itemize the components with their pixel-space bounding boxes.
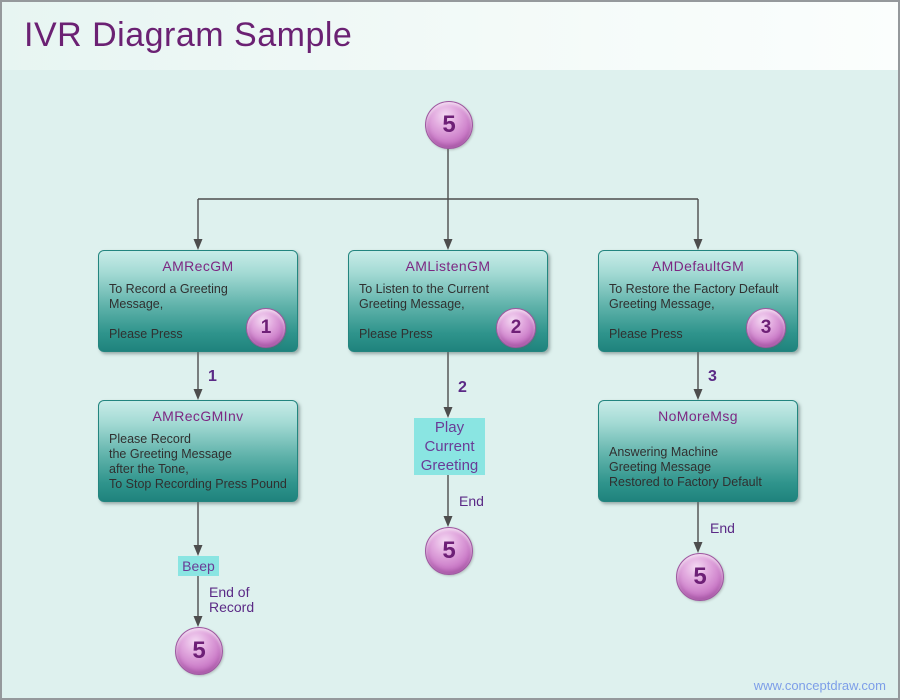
terminal-right-circle: 5 — [676, 553, 724, 601]
edge-beep-to-terminal-left — [193, 576, 203, 627]
node-amrecgm-title: AMRecGM — [162, 258, 234, 274]
edge-label-press-3: 3 — [708, 368, 717, 385]
node-amrecgm: AMRecGM To Record a Greeting Message, Pl… — [98, 250, 298, 352]
edge-start-to-branch — [198, 147, 698, 200]
node-amrecgminv: AMRecGMInv Please Record the Greeting Me… — [98, 400, 298, 502]
edge-play-to-terminal-middle — [443, 475, 453, 527]
terminal-middle-label: 5 — [442, 537, 456, 564]
edge-label-end-middle: End — [459, 493, 484, 509]
beep-label: Beep — [178, 556, 219, 576]
edge-amrecgminv-to-beep — [193, 502, 203, 556]
edge-label-end-right: End — [710, 520, 735, 536]
badge-circle-2: 2 — [496, 308, 536, 348]
edge-label-press-1: 1 — [208, 368, 217, 385]
node-nomoremsg: NoMoreMsg Answering Machine Greeting Mes… — [598, 400, 798, 502]
node-amrecgminv-title: AMRecGMInv — [152, 408, 244, 424]
terminal-middle-circle: 5 — [425, 527, 473, 575]
edge-branch-to-amdefaultgm — [693, 199, 703, 250]
edge-amdefaultgm-to-nomoremsg — [693, 352, 703, 400]
badge-circle-1: 1 — [246, 308, 286, 348]
edge-nomoremsg-to-terminal-right — [693, 502, 703, 553]
terminal-left-label: 5 — [192, 637, 206, 664]
node-amdefaultgm: AMDefaultGM To Restore the Factory Defau… — [598, 250, 798, 352]
edge-amrecgm-to-amrecgminv — [193, 352, 203, 400]
node-nomoremsg-body: Answering Machine Greeting Message Resto… — [609, 445, 762, 489]
node-amlistengm: AMListenGM To Listen to the Current Gree… — [348, 250, 548, 352]
start-node-circle: 5 — [425, 101, 473, 149]
edge-branch-to-amlistengm — [443, 199, 453, 250]
page-title: IVR Diagram Sample — [24, 16, 353, 54]
node-amdefaultgm-body: To Restore the Factory Default Greeting … — [609, 282, 779, 341]
node-nomoremsg-title: NoMoreMsg — [658, 408, 738, 424]
badge-2-label: 2 — [510, 317, 522, 338]
node-amrecgminv-body: Please Record the Greeting Message after… — [109, 432, 287, 491]
start-node-label: 5 — [442, 111, 456, 138]
badge-3-label: 3 — [760, 317, 772, 338]
badge-1-label: 1 — [260, 317, 272, 338]
edge-label-end-of-record: End of Record — [209, 584, 255, 615]
node-amrecgm-body: To Record a Greeting Message, Please Pre… — [109, 282, 228, 341]
node-amlistengm-title: AMListenGM — [405, 258, 491, 274]
edge-branch-to-amrecgm — [193, 199, 203, 250]
conceptdraw-watermark: www.conceptdraw.com — [753, 678, 886, 693]
play-current-greeting-label: Play Current Greeting — [414, 418, 485, 475]
badge-circle-3: 3 — [746, 308, 786, 348]
node-amlistengm-body: To Listen to the Current Greeting Messag… — [359, 282, 489, 341]
terminal-left-circle: 5 — [175, 627, 223, 675]
edge-label-press-2: 2 — [458, 379, 467, 396]
terminal-right-label: 5 — [693, 563, 707, 590]
node-amdefaultgm-title: AMDefaultGM — [651, 258, 745, 274]
header-band — [2, 2, 898, 70]
edge-amlistengm-to-play — [443, 352, 453, 418]
